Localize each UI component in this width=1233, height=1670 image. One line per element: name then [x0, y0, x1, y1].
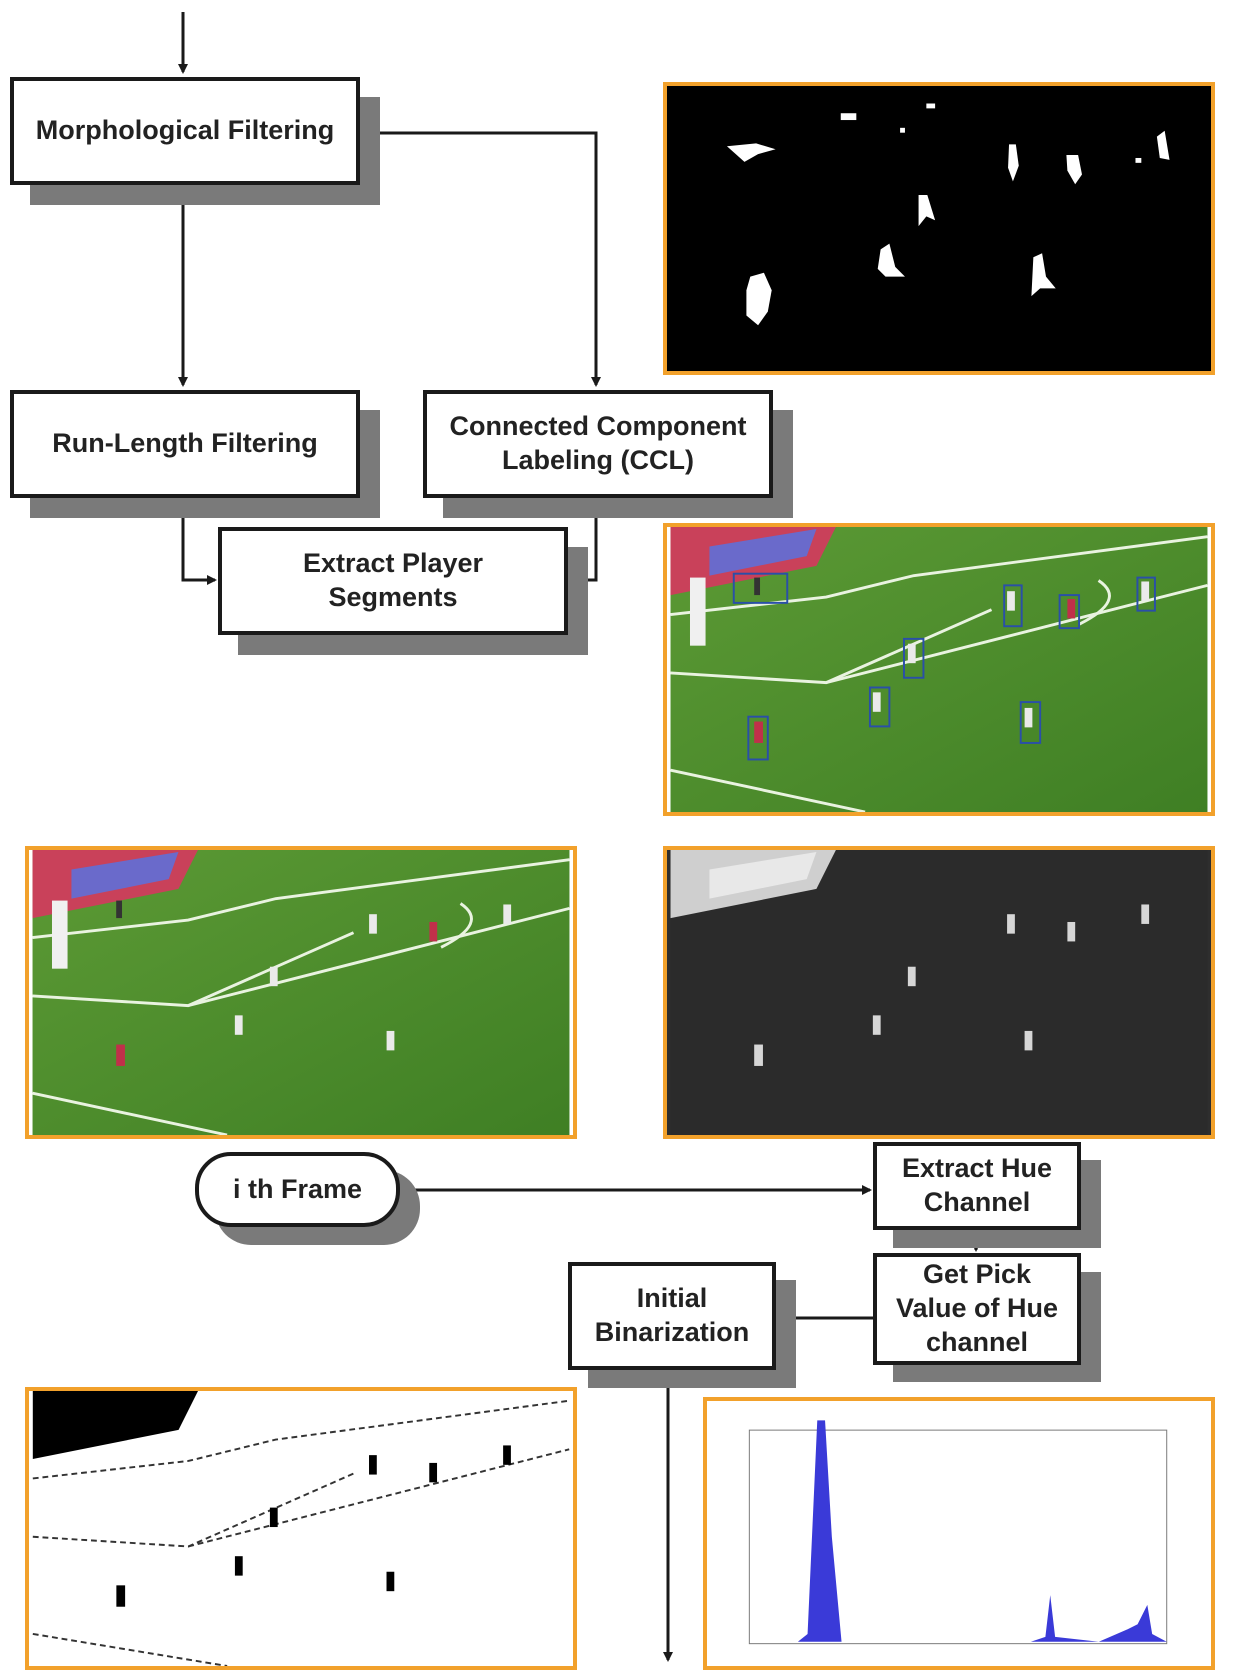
extract-hue-channel-box: Extract Hue Channel	[873, 1142, 1081, 1230]
get-peak-label-line2: Value of Hue	[895, 1293, 1059, 1324]
binarized-panel	[25, 1387, 577, 1670]
binary-mask-image	[670, 86, 1208, 371]
hue-channel-image	[670, 850, 1208, 1135]
player-detection-panel	[663, 523, 1215, 816]
histogram-image	[710, 1401, 1208, 1666]
binary-mask-panel	[663, 82, 1215, 375]
extract-player-label-line2: Segments	[328, 582, 458, 612]
extract-player-segments-box: Extract Player Segments	[218, 527, 568, 635]
player-detection-image	[670, 527, 1208, 812]
hue-channel-panel	[663, 846, 1215, 1139]
ccl-label-line1: Connected Component	[449, 411, 747, 442]
original-frame-panel	[25, 846, 577, 1139]
histogram-panel	[703, 1397, 1215, 1670]
morphological-filtering-label: Morphological Filtering	[35, 115, 335, 146]
binarized-image	[32, 1391, 570, 1666]
run-length-filtering-box: Run-Length Filtering	[10, 390, 360, 498]
extract-hue-label-line1: Extract Hue	[901, 1153, 1053, 1184]
original-frame-image	[32, 850, 570, 1135]
ccl-label-line2: Labeling (CCL)	[502, 445, 694, 475]
arrow-runlength-to-extract	[181, 494, 217, 585]
ith-frame-label: i th Frame	[232, 1173, 363, 1204]
initial-binarization-label-line1: Initial	[636, 1283, 708, 1314]
ith-frame-node: i th Frame	[195, 1152, 400, 1227]
get-peak-value-box: Get Pick Value of Hue channel	[873, 1253, 1081, 1365]
get-peak-label-line1: Get Pick	[922, 1259, 1032, 1290]
extract-player-label-line1: Extract Player	[302, 548, 484, 579]
initial-binarization-box: Initial Binarization	[568, 1262, 776, 1370]
ccl-box: Connected Component Labeling (CCL)	[423, 390, 773, 498]
arrow-morph-to-ccl	[355, 131, 601, 387]
get-peak-label-line3: channel	[925, 1326, 1029, 1357]
morphological-filtering-box: Morphological Filtering	[10, 77, 360, 185]
initial-binarization-label-line2: Binarization	[594, 1317, 750, 1347]
extract-hue-label-line2: Channel	[923, 1187, 1031, 1217]
run-length-filtering-label: Run-Length Filtering	[52, 428, 318, 459]
